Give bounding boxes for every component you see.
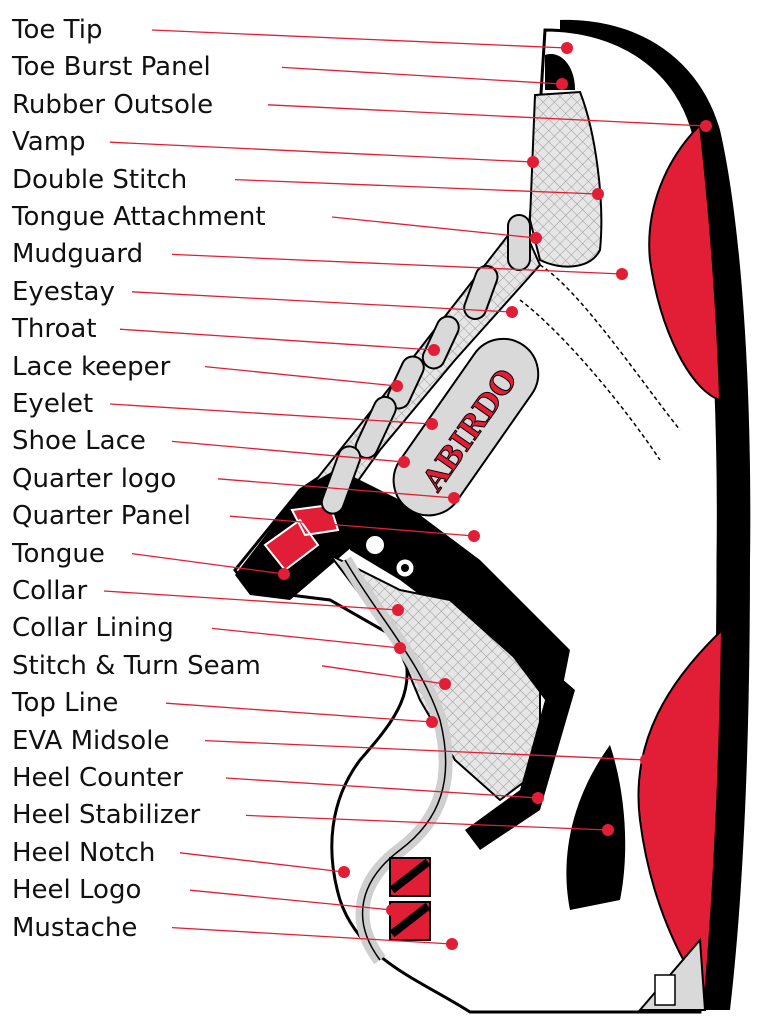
heel-tab-logo	[637, 937, 707, 1011]
leader-dot	[394, 642, 406, 654]
leader-dot	[640, 754, 652, 766]
part-label: Heel Notch	[12, 837, 156, 868]
leader-line	[225, 777, 539, 799]
part-label: Top Line	[12, 688, 119, 719]
leader-line	[131, 291, 513, 313]
leader-dot	[468, 530, 480, 542]
leader-dot	[428, 344, 440, 356]
leader-line	[281, 66, 563, 85]
leader-line	[119, 328, 435, 351]
tongue-logo	[263, 503, 340, 572]
leader-line	[267, 104, 707, 127]
leader-dot	[446, 938, 458, 950]
part-label: Throat	[12, 314, 97, 345]
leader-dot	[338, 866, 350, 878]
part-label: Heel Counter	[12, 763, 183, 793]
mudguard-red	[648, 122, 722, 402]
part-label: Collar Lining	[12, 613, 174, 644]
part-label: EVA Midsole	[12, 725, 170, 756]
leader-dot	[506, 306, 518, 318]
part-label: Tongue Attachment	[12, 202, 266, 232]
leader-line	[179, 852, 345, 873]
leader-line	[171, 440, 405, 463]
quarter-logo-capsule	[392, 337, 540, 517]
leader-dot	[386, 904, 398, 916]
leader-dot	[527, 156, 539, 168]
leader-line	[245, 814, 609, 831]
leader-line	[204, 365, 398, 387]
part-label: Toe Tip	[12, 15, 103, 45]
part-label: Quarter Panel	[12, 501, 191, 532]
leader-dot	[426, 418, 438, 430]
leader-line	[234, 178, 599, 195]
part-label: Quarter logo	[12, 463, 177, 494]
leader-line	[109, 403, 433, 425]
part-label: Lace keeper	[12, 351, 171, 382]
leader-line	[211, 627, 401, 649]
leader-line	[229, 515, 475, 537]
part-label: Heel Logo	[12, 875, 142, 906]
part-label: Shoe Lace	[12, 426, 146, 457]
top-line-outline	[344, 559, 447, 961]
leader-dot	[398, 456, 410, 468]
leader-lines	[103, 29, 712, 950]
part-label: Collar	[12, 576, 88, 606]
leader-line	[331, 216, 537, 239]
leader-dot	[392, 604, 404, 616]
leader-dot	[532, 792, 544, 804]
eyestay-stitch	[519, 264, 681, 461]
leader-dot	[391, 380, 403, 392]
leader-dot	[592, 188, 604, 200]
leader-dot	[278, 568, 290, 580]
heel-red-panel	[637, 627, 724, 998]
leader-line	[151, 29, 568, 49]
leader-line	[204, 739, 647, 761]
part-label: Heel Stabilizer	[12, 800, 201, 831]
part-label: Double Stitch	[12, 164, 188, 195]
leader-dot	[602, 824, 614, 836]
part-label: Tongue	[12, 538, 105, 569]
part-label: Mustache	[12, 912, 138, 943]
toe-burst-panel	[545, 54, 575, 90]
part-label: Mudguard	[12, 239, 144, 270]
heel-logo	[389, 857, 431, 941]
leader-dot	[426, 716, 438, 728]
eyelets	[364, 534, 417, 580]
leader-dot	[561, 42, 573, 54]
leader-dot	[439, 678, 451, 690]
part-label: Toe Burst Panel	[12, 52, 211, 83]
part-label: Eyelet	[12, 389, 94, 419]
leader-dot	[530, 232, 542, 244]
leader-line	[171, 253, 623, 275]
leader-line	[217, 478, 455, 499]
leader-line	[165, 702, 433, 723]
leader-dot	[556, 78, 568, 90]
part-label: Rubber Outsole	[12, 89, 214, 120]
leader-dot	[448, 492, 460, 504]
leader-line	[189, 889, 393, 911]
part-label: Stitch & Turn Seam	[12, 650, 261, 681]
heel-stabilizer	[566, 745, 626, 910]
leader-dot	[616, 268, 628, 280]
part-label: Vamp	[12, 127, 86, 158]
leader-line	[321, 665, 446, 685]
part-label: Eyestay	[12, 276, 115, 307]
leader-line	[131, 552, 285, 575]
leader-line	[103, 590, 399, 611]
leader-line	[171, 926, 453, 945]
leader-dot	[700, 120, 712, 132]
leader-line	[109, 141, 534, 163]
